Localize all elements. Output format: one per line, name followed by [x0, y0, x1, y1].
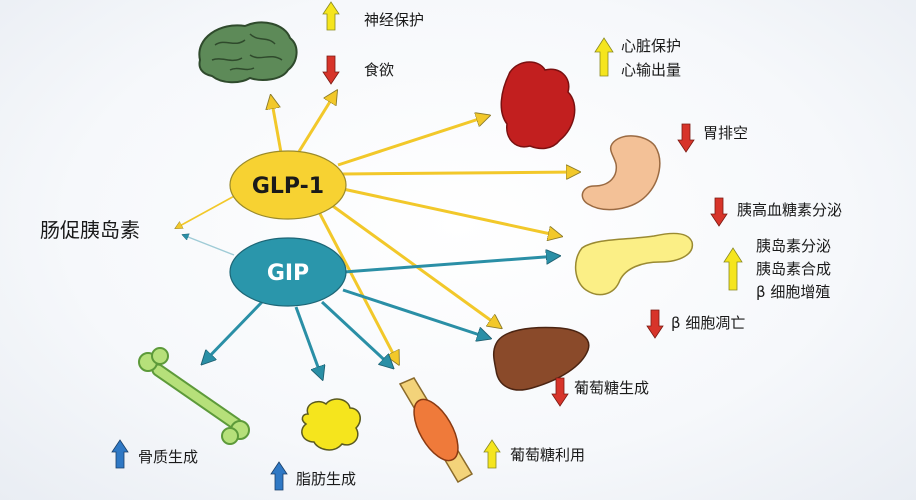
arrow-glp1-stomach [342, 172, 578, 174]
arrow-glp1-brain-a [271, 97, 284, 159]
arrow-glp1-heart [337, 116, 488, 167]
pancreas-illustration [574, 232, 694, 296]
gip-node [229, 237, 347, 307]
incretin-label: 肠促胰岛素 [40, 218, 140, 242]
label-gluconeogenesis: 葡萄糖生成 [574, 379, 649, 397]
up-arrow-icon [723, 247, 743, 291]
up-arrow-icon [322, 1, 340, 31]
arrow-gip-muscle [320, 300, 392, 367]
down-arrow-icon [551, 377, 569, 407]
arrow-gip-bone [203, 300, 264, 363]
down-arrow-icon [322, 55, 340, 85]
label-beta-proliferation: β 细胞增殖 [756, 283, 830, 301]
up-arrow-icon [270, 461, 288, 491]
stomach-illustration [581, 135, 661, 211]
arrow-gip-pancreas [343, 256, 558, 274]
label-neuroprotection: 神经保护 [364, 11, 424, 29]
arrow-glp1-incretin [176, 193, 239, 228]
label-adipogenesis: 脂肪生成 [296, 470, 356, 488]
arrow-glp1-muscle [316, 209, 398, 363]
label-appetite: 食欲 [364, 61, 394, 79]
arrow-glp1-pancreas [342, 187, 560, 236]
fat-illustration [301, 398, 361, 451]
label-cardiac-output: 心输出量 [621, 61, 681, 79]
bone-illustration [138, 347, 250, 445]
arrow-gip-liver [342, 288, 489, 338]
glp1-node [229, 150, 347, 220]
gip-label: GIP [267, 261, 309, 286]
indicator-arrows [111, 1, 743, 491]
down-arrow-icon [710, 197, 728, 227]
label-insulin-secretion: 胰岛素分泌 [756, 237, 831, 255]
label-cardioprotection: 心脏保护 [621, 37, 681, 55]
up-arrow-icon [111, 439, 129, 469]
muscle-illustration [398, 377, 474, 484]
label-insulin-synthesis: 胰岛素合成 [756, 260, 831, 278]
down-arrow-icon [646, 309, 664, 339]
up-arrow-icon [594, 37, 614, 77]
glp1-label: GLP-1 [252, 174, 324, 199]
heart-illustration [500, 61, 576, 150]
label-gastric-emptying: 胃排空 [703, 124, 748, 142]
up-arrow-icon [483, 439, 501, 469]
liver-illustration [492, 326, 590, 391]
arrow-gip-incretin [183, 235, 235, 256]
label-bone-formation: 骨质生成 [138, 448, 198, 466]
arrow-gip-fat [294, 306, 322, 378]
gip-arrows [183, 235, 558, 378]
label-beta-apoptosis: β 细胞凋亡 [671, 314, 745, 332]
label-glucagon-secretion: 胰高血糖素分泌 [737, 201, 842, 219]
arrow-glp1-brain-b [293, 92, 336, 159]
brain-illustration [198, 21, 298, 84]
label-glucose-utilization: 葡萄糖利用 [510, 446, 585, 464]
down-arrow-icon [677, 123, 695, 153]
